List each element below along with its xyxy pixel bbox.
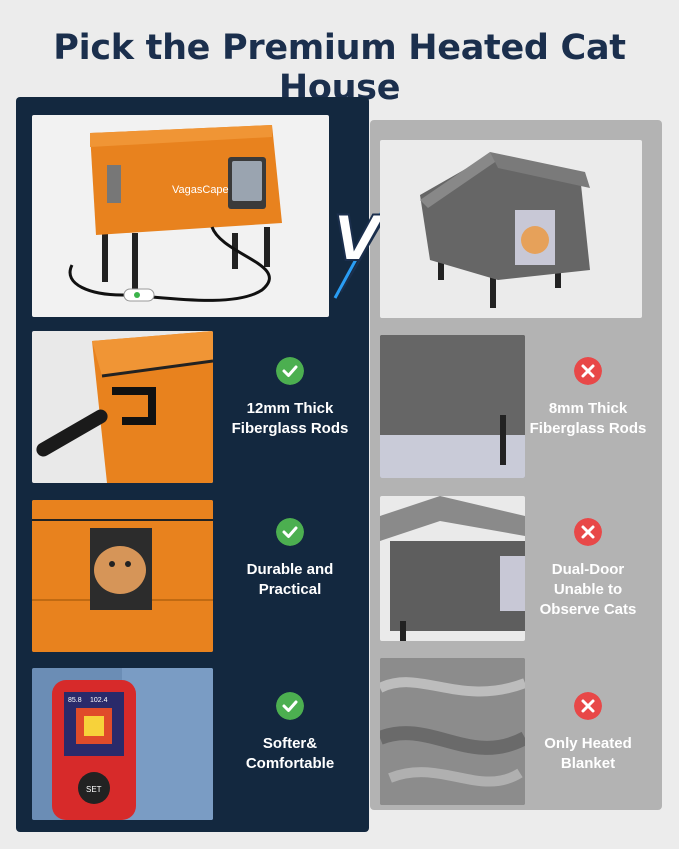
feature-label-line: Comfortable (245, 755, 335, 772)
check-icon (276, 692, 304, 720)
page-title: Pick the Premium Heated Cat House (53, 28, 626, 108)
feature-only-blanket: Only Heated Blanket (508, 692, 668, 774)
cross-icon (574, 692, 602, 720)
feature-label-line: Unable to (553, 581, 623, 598)
heated-house-photo: VagasCape (32, 115, 329, 317)
durable-practical-photo (32, 500, 213, 652)
thick-rods-photo (32, 331, 213, 483)
thin-rods-photo (380, 335, 525, 478)
feature-label-line: Dual-Door (551, 561, 625, 578)
feature-label-line: Only Heated (544, 735, 632, 752)
feature-thick-rods: 12mm Thick Fiberglass Rods (210, 357, 370, 439)
feature-label-line: Fiberglass Rods (231, 420, 349, 437)
dual-door-photo (380, 496, 525, 641)
brand-label: VagasCape (172, 184, 229, 196)
feature-label-line: 12mm Thick (246, 400, 334, 417)
cross-icon (574, 357, 602, 385)
feature-label-line: Observe Cats (539, 601, 637, 618)
feature-durable: Durable and Practical (210, 518, 370, 600)
feature-dual-door: Dual-Door Unable to Observe Cats (508, 518, 668, 620)
feature-label-line: Durable and (246, 561, 334, 578)
competitor-house-photo (380, 140, 642, 318)
feature-label-line: Fiberglass Rods (529, 420, 647, 437)
feature-label-line: Softer& (262, 735, 318, 752)
check-icon (276, 357, 304, 385)
thermal-reading-1: 85.8 (68, 697, 82, 704)
cross-icon (574, 518, 602, 546)
feature-label-line: Practical (258, 581, 322, 598)
feature-softer: Softer& Comfortable (210, 692, 370, 774)
check-icon (276, 518, 304, 546)
feature-label-line: Blanket (560, 755, 616, 772)
thermal-reading-2: 102.4 (90, 697, 108, 704)
heated-house-illustration: VagasCape (68, 125, 282, 302)
competitor-house-illustration (420, 152, 590, 308)
heated-blanket-photo (380, 658, 525, 805)
feature-thin-rods: 8mm Thick Fiberglass Rods (508, 357, 668, 439)
thermal-set-button: SET (86, 785, 102, 794)
feature-label-line: 8mm Thick (548, 400, 628, 417)
thermal-camera-photo: 85.8 102.4 SET (32, 668, 213, 820)
